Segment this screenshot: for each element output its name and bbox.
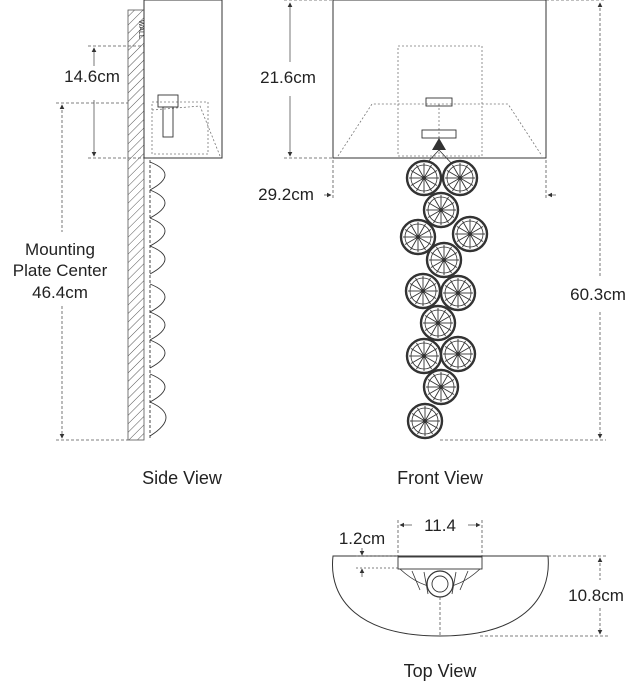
- crystal-disc: [405, 337, 443, 375]
- side-internal-structure: [151, 101, 221, 157]
- crystal-disc: [422, 368, 460, 406]
- dim-front-overall: [440, 0, 606, 441]
- front-view-caption: Front View: [397, 468, 484, 488]
- crystal-disc: [405, 159, 443, 197]
- front-view: 21.6cm 29.2cm 60.3cm Front View: [258, 0, 626, 488]
- crystal-disc: [451, 215, 489, 253]
- dim-top-depth-label: 10.8cm: [568, 586, 624, 605]
- dim-mount-line1: Mounting: [25, 240, 95, 259]
- side-view: WALL 14.6cm: [13, 0, 223, 488]
- dim-top-plate-label: 11.4: [424, 516, 456, 535]
- side-shade: [143, 0, 223, 159]
- dim-top-depth: [480, 555, 608, 637]
- front-shade: [332, 0, 547, 159]
- front-hanger: [432, 138, 446, 150]
- dim-mount: [56, 102, 128, 441]
- dim-front-width-label: 29.2cm: [258, 185, 314, 204]
- crystal-disc: [422, 191, 460, 229]
- dim-side-top-label: 14.6cm: [64, 67, 120, 86]
- side-view-caption: Side View: [142, 468, 223, 488]
- top-view: 11.4 1.2cm 10.8cm Top View: [331, 516, 624, 681]
- crystal-disc: [439, 274, 477, 312]
- dim-top-plate: [397, 520, 483, 556]
- crystal-disc: [439, 335, 477, 373]
- wall-hatch: [127, 9, 145, 441]
- dim-side-top: [88, 45, 144, 159]
- dim-top-offset: [356, 548, 398, 577]
- crystal-disc: [441, 159, 479, 197]
- wall-label: WALL: [137, 20, 144, 39]
- dim-front-overall-label: 60.3cm: [570, 285, 626, 304]
- crystal-disc: [406, 402, 444, 440]
- front-socket: [425, 97, 453, 107]
- dim-top-offset-label: 1.2cm: [339, 529, 385, 548]
- crystal-disc: [404, 272, 442, 310]
- dim-front-shade: [284, 0, 333, 159]
- front-internal-structure: [337, 45, 543, 157]
- top-socket-ring: [426, 570, 454, 598]
- dim-front-shade-label: 21.6cm: [260, 68, 316, 87]
- disc-cascade: [399, 159, 489, 440]
- side-socket: [157, 94, 179, 108]
- crystal-disc: [425, 241, 463, 279]
- crystal-disc: [399, 218, 437, 256]
- side-discs: [149, 160, 167, 438]
- top-mounting-plate: [397, 556, 483, 570]
- dim-front-width: [324, 160, 556, 200]
- crystal-disc: [419, 304, 457, 342]
- top-shade-outline: [331, 555, 549, 637]
- dim-mount-line2: Plate Center: [13, 261, 108, 280]
- side-socket-body: [162, 106, 174, 138]
- dim-mount-value: 46.4cm: [32, 283, 88, 302]
- top-socket-center: [431, 575, 449, 593]
- top-view-caption: Top View: [404, 661, 478, 681]
